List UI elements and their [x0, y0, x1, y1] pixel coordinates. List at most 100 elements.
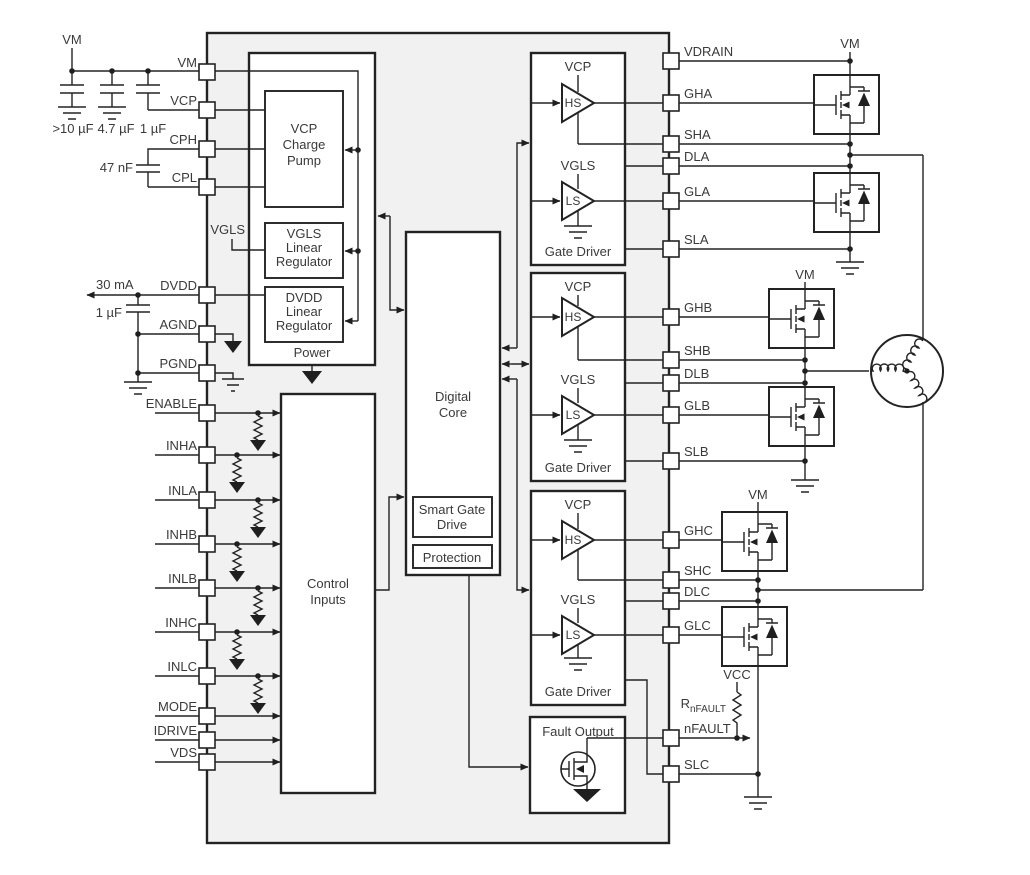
ls-buffer-icon	[561, 614, 596, 656]
pin-cpl	[198, 178, 216, 196]
pin-sla	[662, 240, 680, 258]
vgls-regulator-label: Regulator	[276, 254, 333, 269]
pin-label: MODE	[158, 699, 197, 714]
nfault-pullup-resistor-icon	[731, 691, 743, 738]
pin-label: SHA	[684, 127, 711, 142]
net-labels: VM VGLS VM VM VM VCC R nFAULT VCP VGLS V…	[62, 32, 860, 715]
pin-label: GLA	[684, 184, 710, 199]
pin-gha	[662, 94, 680, 112]
power-input-wires	[215, 70, 361, 325]
pin-label: ENABLE	[146, 396, 198, 411]
pin-inhc	[198, 623, 216, 641]
block-labels: VCP Charge Pump VGLS Linear Regulator DV…	[276, 121, 614, 739]
control-inputs-block	[279, 392, 377, 795]
protection-label: Protection	[423, 550, 482, 565]
pgnd-ground-icon	[215, 372, 244, 392]
pin-slb	[662, 452, 680, 470]
smart-gate-drive-label: Drive	[437, 517, 467, 532]
pin-label: AGND	[159, 317, 197, 332]
pin-dvdd	[198, 286, 216, 304]
vgls-net-label: VGLS	[561, 372, 596, 387]
gate-driver-b-label: Gate Driver	[545, 460, 612, 475]
pin-label: VDS	[170, 745, 197, 760]
vcp-charge-pump-block	[264, 90, 344, 208]
gate-driver-c-label: Gate Driver	[545, 684, 612, 699]
low-side-mosfet-a-icon	[813, 172, 880, 233]
left-pins	[198, 63, 216, 771]
control-inputs-label: Inputs	[310, 592, 346, 607]
pin-label: VM	[178, 55, 198, 70]
vcc-supply-label: VCC	[723, 667, 750, 682]
pin-enable	[198, 404, 216, 422]
pin-shb	[662, 351, 680, 369]
pin-label: IDRIVE	[154, 723, 198, 738]
left-pin-labels: VM VCP CPH CPL DVDD AGND PGND ENABLE INH…	[146, 55, 198, 760]
pin-vcp	[198, 101, 216, 119]
pin-dlc	[662, 592, 680, 610]
pin-inlb	[198, 579, 216, 597]
hs-buffer-icon	[561, 519, 596, 561]
pin-label: GHC	[684, 523, 713, 538]
input-wires-internal	[215, 409, 281, 766]
vm-cap-value: 4.7 µF	[97, 121, 134, 136]
vcp-charge-pump-label: VCP	[291, 121, 318, 136]
digital-core-label: Core	[439, 405, 467, 420]
vm-capacitor-icon	[98, 71, 126, 120]
pin-slc	[662, 765, 680, 783]
pin-inhb	[198, 535, 216, 553]
phase-c-external	[679, 502, 923, 810]
vm-supply-and-caps	[58, 48, 199, 120]
ls-label: LS	[566, 194, 581, 208]
bulk-capacitor-icon	[58, 71, 86, 120]
fault-output-block	[528, 715, 627, 815]
protection-block	[412, 544, 493, 569]
pin-label: GHA	[684, 86, 713, 101]
motor-icon	[870, 334, 944, 408]
core-fault-link	[468, 575, 529, 771]
pin-label: DLC	[684, 584, 710, 599]
pin-mode	[198, 707, 216, 725]
hs-buffer-icon	[561, 82, 596, 124]
vcp-charge-pump-label: Pump	[287, 153, 321, 168]
pin-dlb	[662, 374, 680, 392]
input-pulldown-resistors	[229, 410, 266, 714]
pin-inla	[198, 491, 216, 509]
dvdd-capacitor-icon	[124, 295, 152, 395]
rnfault-label: R	[681, 696, 690, 711]
pin-label: PGND	[159, 356, 197, 371]
ls-buffer-icon	[561, 180, 596, 222]
vgls-regulator-label: VGLS	[287, 226, 322, 241]
pin-label: SHB	[684, 343, 711, 358]
vm-supply-label: VM	[840, 36, 860, 51]
pin-gla	[662, 192, 680, 210]
ls-label: LS	[566, 628, 581, 642]
nfault-external	[679, 682, 751, 742]
pin-label: DLA	[684, 149, 710, 164]
gate-driver-c-internals	[531, 513, 663, 775]
pin-label: VCP	[170, 93, 197, 108]
right-pins	[662, 52, 680, 783]
pin-inlc	[198, 667, 216, 685]
control-core-link	[375, 493, 405, 591]
low-side-mosfet-c-icon	[721, 606, 788, 667]
bulk-cap-value: >10 µF	[52, 121, 93, 136]
pin-label: SLB	[684, 444, 709, 459]
vm-supply-label: VM	[62, 32, 82, 47]
vcp-net-label: VCP	[565, 497, 592, 512]
pin-idrive	[198, 731, 216, 749]
dvdd-regulator-label: Regulator	[276, 318, 333, 333]
flying-capacitor-icon	[136, 148, 199, 188]
ls-label: LS	[566, 408, 581, 422]
pin-shc	[662, 571, 680, 589]
hs-label: HS	[565, 533, 582, 547]
pin-label: DVDD	[160, 278, 197, 293]
vgls-net-label: VGLS	[561, 592, 596, 607]
pin-label: SLC	[684, 757, 709, 772]
pin-vds	[198, 753, 216, 771]
pin-label: INHB	[166, 527, 197, 542]
pin-dla	[662, 157, 680, 175]
pin-label: INLB	[168, 571, 197, 586]
digital-core-label: Digital	[435, 389, 471, 404]
smart-gate-drive-block	[412, 496, 493, 538]
